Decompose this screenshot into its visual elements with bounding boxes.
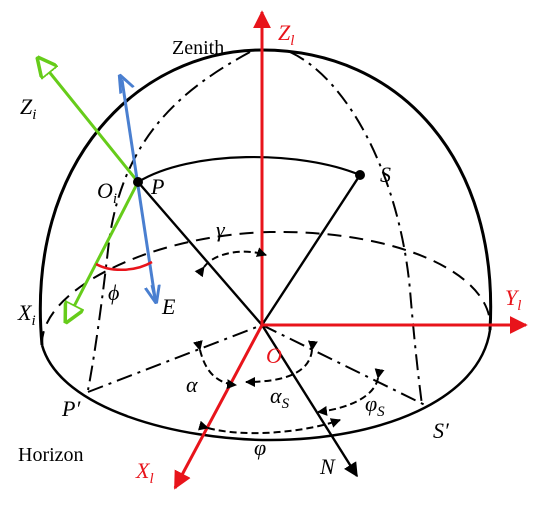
s-prime-label: S′ <box>433 418 450 443</box>
phi-s-angle-arc <box>317 368 385 416</box>
x-i-label: Xi <box>17 300 36 329</box>
x-l-axis <box>173 324 264 490</box>
horizon-back <box>40 230 492 346</box>
alpha-angle-arc <box>192 340 237 390</box>
point-p <box>133 177 143 187</box>
meridian-p <box>87 51 251 391</box>
n-label: N <box>319 454 336 479</box>
phi-angle-arc <box>95 260 153 271</box>
alpha-s-label: αS <box>270 383 290 412</box>
o-i-label: Oi <box>97 178 117 207</box>
o-label: O <box>266 343 282 368</box>
e-label: E <box>161 294 176 319</box>
horizon-front <box>40 329 492 442</box>
s-label: S <box>380 162 391 187</box>
x-l-label: Xl <box>135 458 154 487</box>
line-o-p <box>137 181 263 326</box>
p-label: P <box>150 174 164 199</box>
e-axis <box>120 79 157 299</box>
gamma-label: γ <box>216 217 226 242</box>
phi-upper-label: ϕ <box>108 280 119 305</box>
point-s <box>355 170 365 180</box>
alpha-s-angle-arc <box>245 340 318 387</box>
meridian-s <box>289 51 423 406</box>
altitude-circle <box>137 156 361 183</box>
zenith-label: Zenith <box>172 37 224 59</box>
y-l-label: Yl <box>505 285 521 314</box>
p-prime-label: P′ <box>61 396 81 421</box>
e-axis-arrow-up <box>120 76 122 80</box>
z-i-label: Zi <box>20 94 36 123</box>
gamma-angle-arc <box>194 247 267 278</box>
x-i-axis <box>66 181 140 322</box>
z-l-label: Zl <box>278 20 294 49</box>
horizon-label: Horizon <box>18 444 84 466</box>
phi-s-label: φS <box>365 391 385 420</box>
alpha-label: α <box>186 372 198 397</box>
phi-lower-label: φ <box>254 435 266 460</box>
e-axis-arrow-down <box>152 285 156 302</box>
line-o-s <box>260 174 362 326</box>
line-p-prime-o <box>87 324 263 393</box>
z-i-axis <box>38 58 140 183</box>
phi-lower-angle-arc <box>197 418 341 435</box>
